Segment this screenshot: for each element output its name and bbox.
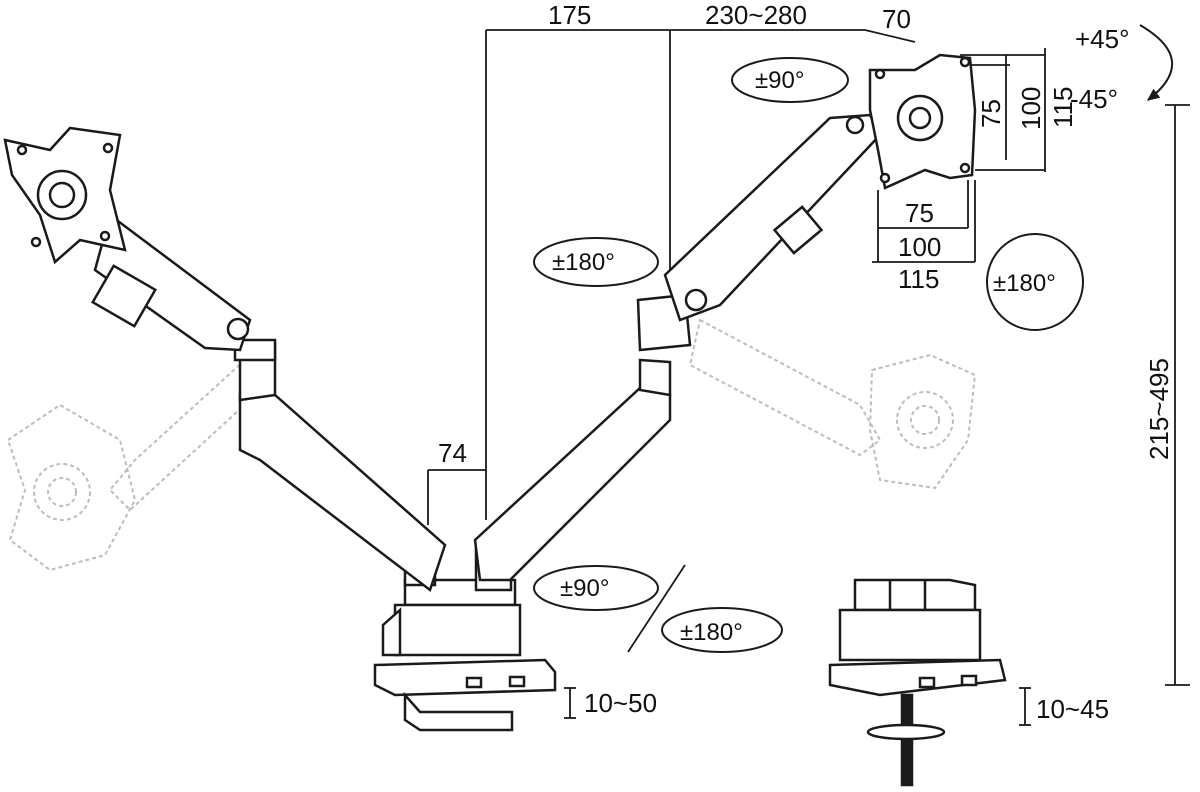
ghost-left-arm [6,357,252,572]
label-head-swivel: ±90° [755,67,804,94]
right-arm [473,113,882,592]
label-arm-offset: 175 [548,0,591,30]
label-vesa-h-115: 115 [898,264,939,294]
label-height-range: 215~495 [1144,358,1174,460]
label-arm-reach: 230~280 [705,0,807,30]
rotation-labels: ±90° ±180° ±180° ±90° ±180° [552,67,1056,646]
right-vesa-plate [868,53,977,190]
label-vesa-h-75: 75 [905,198,934,228]
grommet-mount [828,578,1007,787]
label-vesa-v-75: 75 [976,99,1006,128]
dimension-lines [427,29,1190,726]
label-grommet-thickness: 10~45 [1036,694,1109,724]
label-base-swivel-a: ±90° [560,575,609,602]
label-vesa-v-100: 100 [1016,87,1046,130]
left-vesa-plate [3,126,127,265]
label-pole-width: 74 [438,438,467,468]
rotation-markers [533,24,1174,653]
label-tilt-up: +45° [1075,24,1130,54]
label-tilt-offset: 70 [882,4,911,34]
label-vesa-h-100: 100 [898,232,941,262]
mount-base [373,578,557,732]
label-vesa-v-115: 115 [1048,87,1078,128]
dimension-labels: 175 230~280 70 +45° -45° 74 75 100 115 7… [438,0,1174,724]
label-base-swivel-b: ±180° [680,619,743,646]
label-tilt-down: -45° [1070,84,1118,114]
left-arm [91,212,447,593]
label-monitor-rotate: ±180° [993,270,1056,297]
ghost-right-arm [688,318,977,490]
label-clamp-thickness: 10~50 [584,688,657,718]
label-elbow-swivel: ±180° [552,249,615,276]
